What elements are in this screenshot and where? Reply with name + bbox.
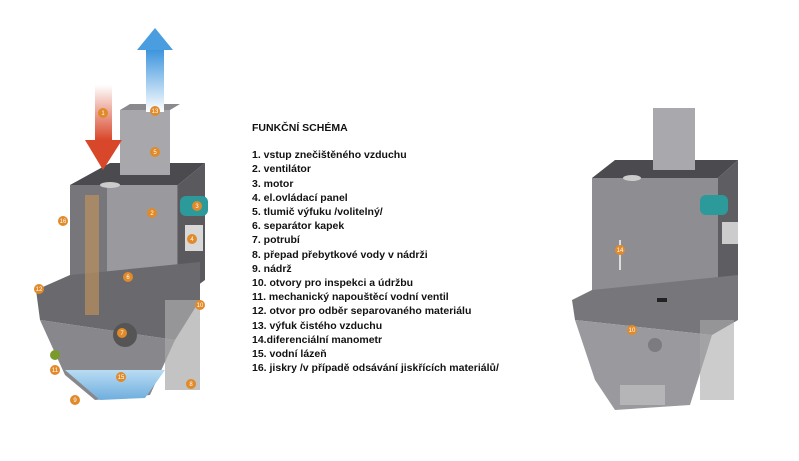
marker-5: 5 <box>150 147 160 157</box>
scrubber-cutaway-illustration <box>36 28 208 400</box>
marker-label: 15 <box>118 375 125 381</box>
markers-right: 14 10 <box>615 245 637 335</box>
scrubber-exterior-illustration <box>572 108 738 410</box>
legend-item: 4. el.ovládací panel <box>252 191 348 204</box>
marker-label: 12 <box>36 287 43 293</box>
marker-11: 11 <box>50 365 60 375</box>
legend-item: 16. jiskry /v případě odsávání jiskřícíc… <box>252 362 499 375</box>
marker-9: 9 <box>70 395 80 405</box>
marker-12: 12 <box>34 284 44 294</box>
legend-item: 2. ventilátor <box>252 163 311 176</box>
marker-1: 1 <box>98 108 108 118</box>
legend-item: 15. vodní lázeň <box>252 348 327 361</box>
legend-title: FUNKČNÍ SCHÉMA <box>252 122 348 134</box>
marker-13: 13 <box>150 106 160 116</box>
marker-label: 10 <box>629 328 636 334</box>
marker-14: 14 <box>615 245 625 255</box>
marker-8: 8 <box>186 379 196 389</box>
legend-item: 8. přepad přebytkové vody v nádrži <box>252 248 428 261</box>
marker-label: 6 <box>126 275 130 281</box>
legend-item: 12. otvor pro odběr separovaného materiá… <box>252 305 472 318</box>
marker-3: 3 <box>192 201 202 211</box>
marker-label: 10 <box>197 303 204 309</box>
marker-label: 3 <box>195 204 199 210</box>
marker-label: 13 <box>152 109 159 115</box>
motor-icon <box>700 195 728 215</box>
marker-label: 7 <box>120 331 124 337</box>
marker-2: 2 <box>147 208 157 218</box>
legend-item: 1. vstup znečištěného vzduchu <box>252 149 407 162</box>
marker-label: 9 <box>73 398 77 404</box>
marker-7: 7 <box>117 328 127 338</box>
legend-item: 3. motor <box>252 177 294 190</box>
legend-item: 14.diferenciální manometr <box>252 333 383 346</box>
marker-6: 6 <box>123 272 133 282</box>
particles <box>85 195 99 315</box>
marker-16: 16 <box>58 216 68 226</box>
legend-item: 7. potrubí <box>252 234 300 247</box>
markers-left: 1 13 5 2 3 4 16 6 12 10 7 11 15 9 8 <box>34 106 205 405</box>
legend-item: 9. nádrž <box>252 262 292 275</box>
marker-label: 11 <box>52 368 59 374</box>
outlet-arrow-icon <box>137 28 173 112</box>
inlet-arrow-icon <box>85 85 122 170</box>
legend-item: 6. separátor kapek <box>252 220 345 233</box>
marker-10: 10 <box>627 325 637 335</box>
marker-label: 5 <box>153 150 157 156</box>
marker-label: 8 <box>189 382 193 388</box>
marker-4: 4 <box>187 234 197 244</box>
marker-label: 2 <box>150 211 154 217</box>
marker-label: 1 <box>101 111 105 117</box>
marker-15: 15 <box>116 372 126 382</box>
legend-item: 5. tlumič výfuku /volitelný/ <box>252 206 383 219</box>
legend: FUNKČNÍ SCHÉMA 1. vstup znečištěného vzd… <box>252 121 499 375</box>
marker-10: 10 <box>195 300 205 310</box>
legend-item: 10. otvory pro inspekci a údržbu <box>252 277 414 290</box>
legend-item: 11. mechanický napouštěcí vodní ventil <box>252 291 449 304</box>
marker-label: 4 <box>190 237 194 243</box>
marker-label: 16 <box>60 219 67 225</box>
marker-label: 14 <box>617 248 624 254</box>
legend-item: 13. výfuk čistého vzduchu <box>252 319 383 332</box>
